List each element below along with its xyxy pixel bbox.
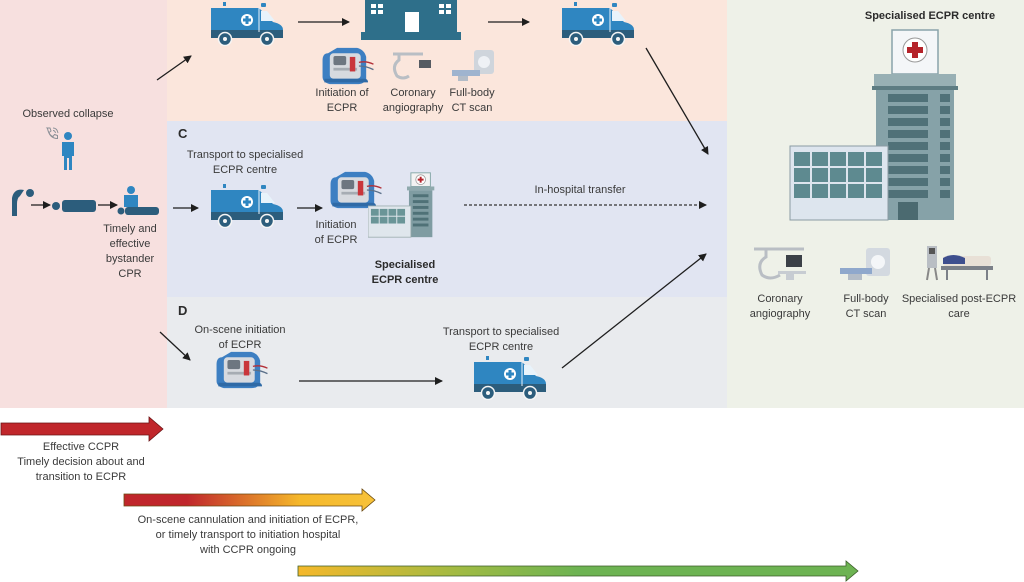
specialised-centre-building-icon	[789, 29, 958, 221]
arrow-to-panel-d	[159, 331, 191, 361]
in-hospital-transfer-arrow	[464, 201, 707, 209]
in-hospital-transfer-label: In-hospital transfer	[534, 184, 626, 196]
coronary-angiography-label: Coronary angiography	[382, 87, 444, 114]
panel-c-initiation-label: Initiation of ECPR	[314, 219, 358, 246]
arrow-to-panel-b	[156, 55, 192, 81]
service-post-ecpr-care-label: Specialised post-ECPR care	[901, 293, 1017, 320]
timeline-arrow-hospital-phase	[297, 560, 859, 582]
arrow-b-hospital-to-ambulance	[488, 18, 530, 26]
ambulance-icon	[209, 2, 285, 46]
timeline-ccpr-label: Effective CCPR Timely decision about and…	[17, 441, 145, 483]
panel-c-letter: C	[178, 126, 188, 141]
panel-d-onscene-label: On-scene initiation of ECPR	[194, 324, 286, 351]
ct-scanner-icon	[840, 248, 890, 280]
arrow-to-panel-c	[173, 204, 199, 212]
ecmo-device-icon	[321, 47, 375, 85]
panel-d	[167, 297, 727, 408]
timeline-arrow-ccpr	[0, 416, 164, 442]
ct-scanner-icon	[452, 50, 494, 81]
panel-c-transport-label: Transport to specialised ECPR centre	[186, 149, 304, 176]
angiography-icon	[754, 247, 806, 280]
arrow-c-ambulance-to-ecmo	[297, 204, 323, 212]
bystander-cpr-icon	[117, 186, 159, 215]
ecmo-device-icon	[215, 351, 269, 389]
arrow-d-to-centre	[561, 253, 707, 369]
lying-person-icon	[52, 200, 96, 212]
arrow-b-ambulance-to-hospital	[298, 18, 350, 26]
bystander-cpr-label: Timely and effective bystander CPR	[103, 223, 157, 280]
angiography-icon	[392, 52, 431, 80]
ambulance-icon	[472, 356, 548, 400]
ambulance-icon	[209, 184, 285, 228]
initiation-hospital-icon	[361, 0, 461, 40]
arrow-lying-to-cpr	[98, 201, 118, 209]
timeline-onscene-label: On-scene cannulation and initiation of E…	[137, 514, 359, 556]
arrow-b-to-centre	[645, 47, 709, 155]
ambulance-icon	[560, 2, 636, 46]
panel-c-centre-label: Specialised ECPR centre	[371, 259, 439, 286]
panel-d-transport-label: Transport to specialised ECPR centre	[442, 326, 560, 353]
initiation-ecpr-label: Initiation of ECPR	[315, 87, 369, 114]
service-ct-scan-label: Full-body CT scan	[843, 293, 889, 320]
arrow-collapse-to-lying	[31, 201, 51, 209]
specialised-centre-title: Specialised ECPR centre	[864, 10, 996, 22]
service-angiography-label: Coronary angiography	[749, 293, 811, 320]
arrow-d-ecmo-to-ambulance	[299, 377, 443, 385]
specialised-centre-small-icon	[368, 172, 435, 238]
collapsing-person-icon	[12, 189, 34, 216]
panel-d-letter: D	[178, 303, 188, 318]
observed-collapse-label: Observed collapse	[22, 108, 114, 120]
timeline-arrow-onscene	[123, 488, 376, 512]
hospital-bed-icon	[926, 246, 993, 281]
ct-scan-label: Full-body CT scan	[449, 87, 495, 114]
phone-icon	[45, 127, 59, 140]
standing-person-icon	[62, 132, 74, 170]
